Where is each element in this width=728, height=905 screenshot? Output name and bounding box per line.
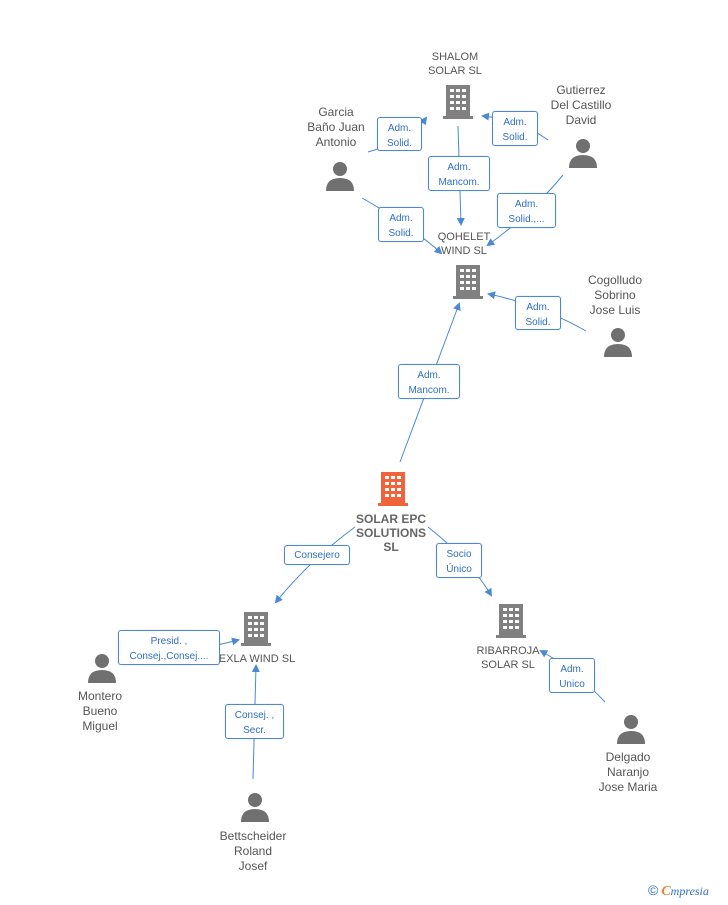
person-label-bettscheider[interactable]: Bettscheider Roland Josef bbox=[219, 829, 287, 873]
building-icon[interactable] bbox=[453, 265, 483, 299]
person-label-delgado[interactable]: Delgado Naranjo Jose Maria bbox=[598, 750, 658, 794]
person-label-garcia[interactable]: Garcia Baño Juan Antonio bbox=[307, 105, 365, 149]
company-label-qohelet[interactable]: QOHELET WIND SL bbox=[437, 231, 491, 257]
relation-cogolludo-qohelet[interactable]: Adm. Solid. bbox=[515, 296, 561, 330]
relation-garcia-shalom[interactable]: Adm. Solid. bbox=[377, 117, 422, 151]
person-icon[interactable] bbox=[240, 792, 270, 822]
person-icon[interactable] bbox=[603, 327, 633, 357]
person-icon[interactable] bbox=[87, 653, 117, 683]
relation-delgado-ribarroja[interactable]: Adm. Unico bbox=[549, 658, 595, 693]
relation-montero-exla[interactable]: Presid. , Consej.,Consej.... bbox=[118, 630, 220, 665]
relation-gutierrez-qohelet[interactable]: Adm. Solid.,... bbox=[497, 193, 556, 228]
building-icon[interactable] bbox=[496, 604, 526, 638]
company-label-ribarroja[interactable]: RIBARROJA SOLAR SL bbox=[476, 645, 540, 671]
brand-logo: ©Cmpresia bbox=[648, 882, 709, 899]
person-label-montero[interactable]: Montero Bueno Miguel bbox=[77, 689, 123, 733]
relation-gutierrez-shalom[interactable]: Adm. Solid. bbox=[492, 111, 538, 146]
relation-solar-qohelet[interactable]: Adm. Mancom. bbox=[398, 364, 460, 399]
relation-bettscheider-exla[interactable]: Consej. , Secr. bbox=[225, 704, 284, 739]
building-icon[interactable] bbox=[378, 472, 408, 506]
person-icon[interactable] bbox=[325, 161, 355, 191]
relation-garcia-qohelet[interactable]: Adm. Solid. bbox=[378, 207, 424, 242]
company-label-solar-epc[interactable]: SOLAR EPC SOLUTIONS SL bbox=[355, 512, 427, 554]
person-icon[interactable] bbox=[568, 138, 598, 168]
relation-shalom-qohelet[interactable]: Adm. Mancom. bbox=[428, 156, 490, 191]
relation-solar-ribarroja[interactable]: Socio Único bbox=[436, 543, 482, 578]
relation-solar-exla[interactable]: Consejero bbox=[284, 545, 350, 565]
company-label-shalom[interactable]: SHALOM SOLAR SL bbox=[428, 51, 482, 77]
person-icon[interactable] bbox=[616, 714, 646, 744]
company-label-exla[interactable]: EXLA WIND SL bbox=[218, 653, 296, 665]
building-icon[interactable] bbox=[241, 612, 271, 646]
building-icon[interactable] bbox=[443, 85, 473, 119]
person-label-cogolludo[interactable]: Cogolludo Sobrino Jose Luis bbox=[587, 273, 643, 317]
person-label-gutierrez[interactable]: Gutierrez Del Castillo David bbox=[550, 83, 612, 127]
